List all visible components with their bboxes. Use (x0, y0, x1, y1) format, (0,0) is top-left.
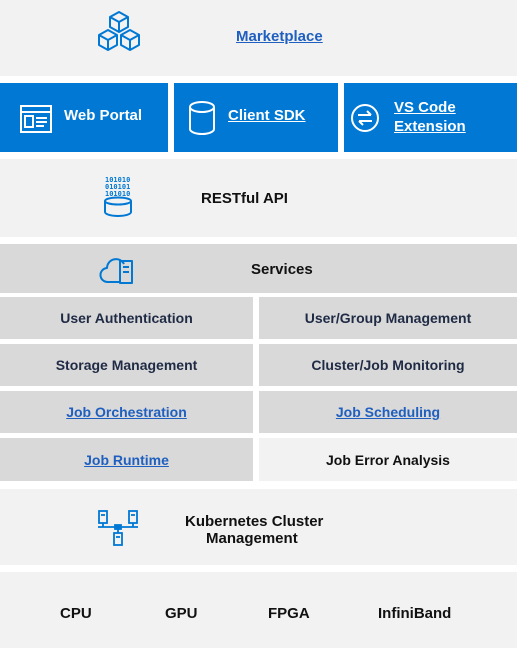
job-error-analysis-cell: Job Error Analysis (259, 438, 517, 481)
svg-text:101010: 101010 (105, 190, 130, 198)
user-group-management-cell: User/Group Management (259, 297, 517, 339)
services-header: Services (0, 244, 517, 293)
cluster-job-monitoring-label: Cluster/Job Monitoring (311, 357, 465, 373)
web-portal-box[interactable]: Web Portal (0, 83, 168, 152)
job-scheduling-cell[interactable]: Job Scheduling (259, 391, 517, 433)
svg-text:101010: 101010 (105, 176, 130, 184)
cluster-job-monitoring-cell: Cluster/Job Monitoring (259, 344, 517, 386)
storage-management-label: Storage Management (55, 357, 198, 373)
vscode-extension-link-line2[interactable]: Extension (394, 118, 466, 135)
kubernetes-band: Kubernetes Cluster Management (0, 489, 517, 565)
user-authentication-cell: User Authentication (0, 297, 253, 339)
cloud-server-icon (99, 255, 139, 285)
job-runtime-cell[interactable]: Job Runtime (0, 438, 253, 481)
job-error-analysis-label: Job Error Analysis (326, 451, 450, 468)
cluster-network-icon (96, 508, 140, 548)
job-runtime-link[interactable]: Job Runtime (84, 451, 169, 468)
job-orchestration-cell[interactable]: Job Orchestration (0, 391, 253, 433)
marketplace-band: Marketplace (0, 0, 517, 76)
services-title: Services (251, 261, 313, 278)
binary-database-icon: 101010 010101 101010 (103, 175, 133, 217)
client-sdk-box[interactable]: Client SDK (174, 83, 338, 152)
user-group-management-label: User/Group Management (304, 310, 472, 326)
hardware-band: CPU GPU FPGA InfiniBand (0, 572, 517, 648)
vscode-extension-box[interactable]: VS Code Extension (344, 83, 517, 152)
svg-text:010101: 010101 (105, 183, 130, 191)
kubernetes-label-line1: Kubernetes Cluster (185, 513, 324, 530)
web-portal-label: Web Portal (64, 107, 143, 124)
restful-api-label: RESTful API (201, 190, 288, 207)
hardware-gpu: GPU (165, 605, 198, 622)
hardware-infiniband: InfiniBand (378, 605, 452, 622)
marketplace-link[interactable]: Marketplace (236, 28, 323, 45)
job-scheduling-link[interactable]: Job Scheduling (335, 404, 441, 420)
kubernetes-label-line2: Management (206, 530, 298, 547)
user-authentication-label: User Authentication (60, 310, 193, 326)
database-cylinder-icon (188, 101, 216, 135)
cubes-icon (97, 10, 141, 58)
storage-management-cell: Storage Management (0, 344, 253, 386)
hardware-fpga: FPGA (268, 605, 310, 622)
sync-arrows-icon (350, 103, 380, 133)
browser-window-icon (20, 105, 52, 133)
hardware-cpu: CPU (60, 605, 92, 622)
job-orchestration-link[interactable]: Job Orchestration (66, 404, 187, 420)
client-sdk-link[interactable]: Client SDK (228, 107, 306, 124)
restful-api-band: 101010 010101 101010 RESTful API (0, 159, 517, 237)
vscode-extension-link-line1[interactable]: VS Code (394, 99, 456, 116)
